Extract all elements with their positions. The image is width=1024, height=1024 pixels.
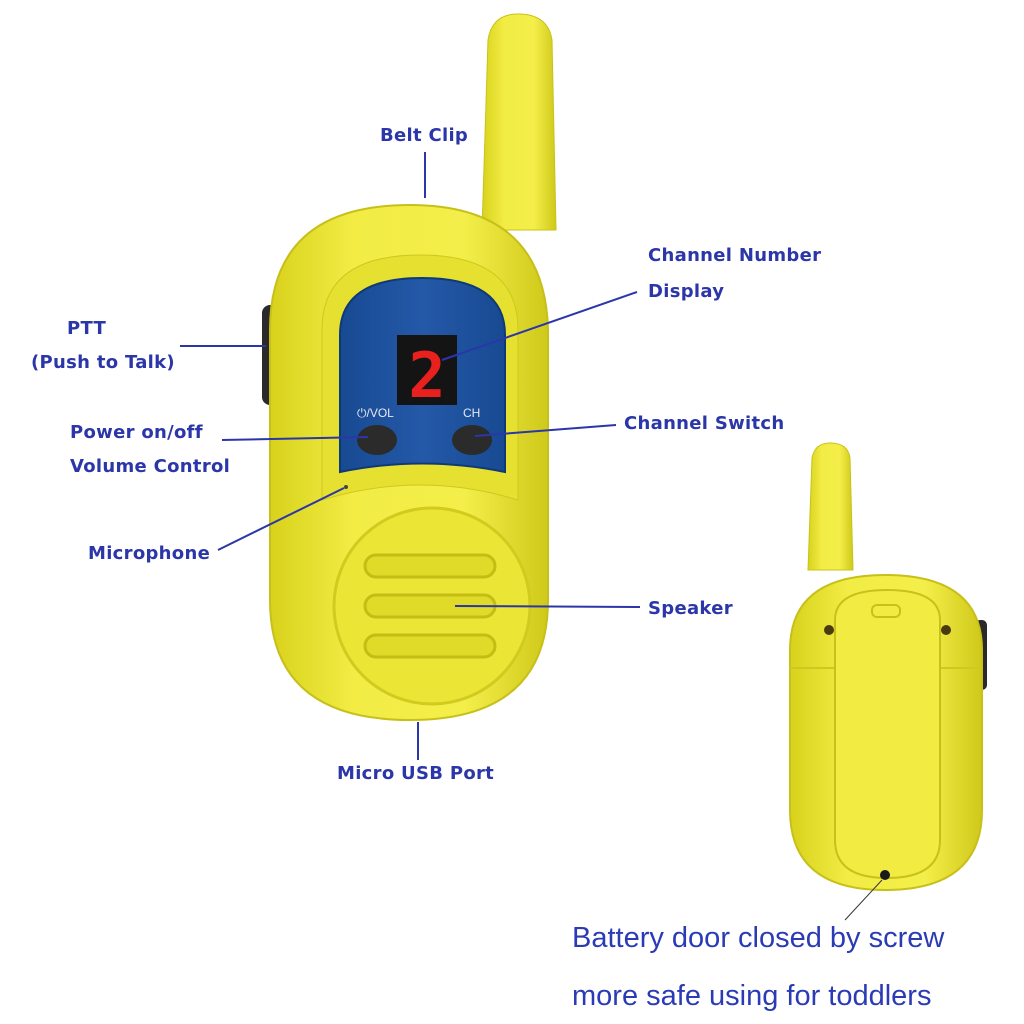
belt-clip [834, 588, 941, 880]
front-device: 2 [262, 13, 557, 722]
channel-digit: 2 [408, 339, 445, 412]
back-device [789, 442, 987, 892]
microphone-hole [344, 485, 348, 489]
channel-display [397, 335, 457, 405]
label-microphone: Microphone [88, 543, 211, 564]
ch-label: CH [463, 406, 481, 420]
channel-switch-button[interactable] [452, 425, 492, 455]
label-channel-switch: Channel Switch [624, 413, 785, 434]
label-belt-clip: Belt Clip [380, 125, 469, 146]
caption-line-2: more safe using for toddlers [572, 980, 932, 1012]
label-display: Display [648, 281, 725, 302]
label-channel-number: Channel Number [648, 245, 822, 266]
power-volume-button[interactable] [357, 425, 397, 455]
antenna [481, 13, 557, 231]
label-volume: Volume Control [70, 456, 231, 477]
label-speaker: Speaker [648, 598, 733, 619]
label-push-to-talk: (Push to Talk) [31, 352, 175, 373]
leader-lines [180, 152, 883, 921]
caption-line-1: Battery door closed by screw [572, 922, 945, 954]
power-volume-label: ⏻/VOL [357, 406, 394, 420]
label-ptt: PTT [67, 318, 107, 339]
label-power: Power on/off [70, 422, 203, 443]
battery-screw [880, 870, 890, 880]
label-usb: Micro USB Port [337, 763, 495, 784]
